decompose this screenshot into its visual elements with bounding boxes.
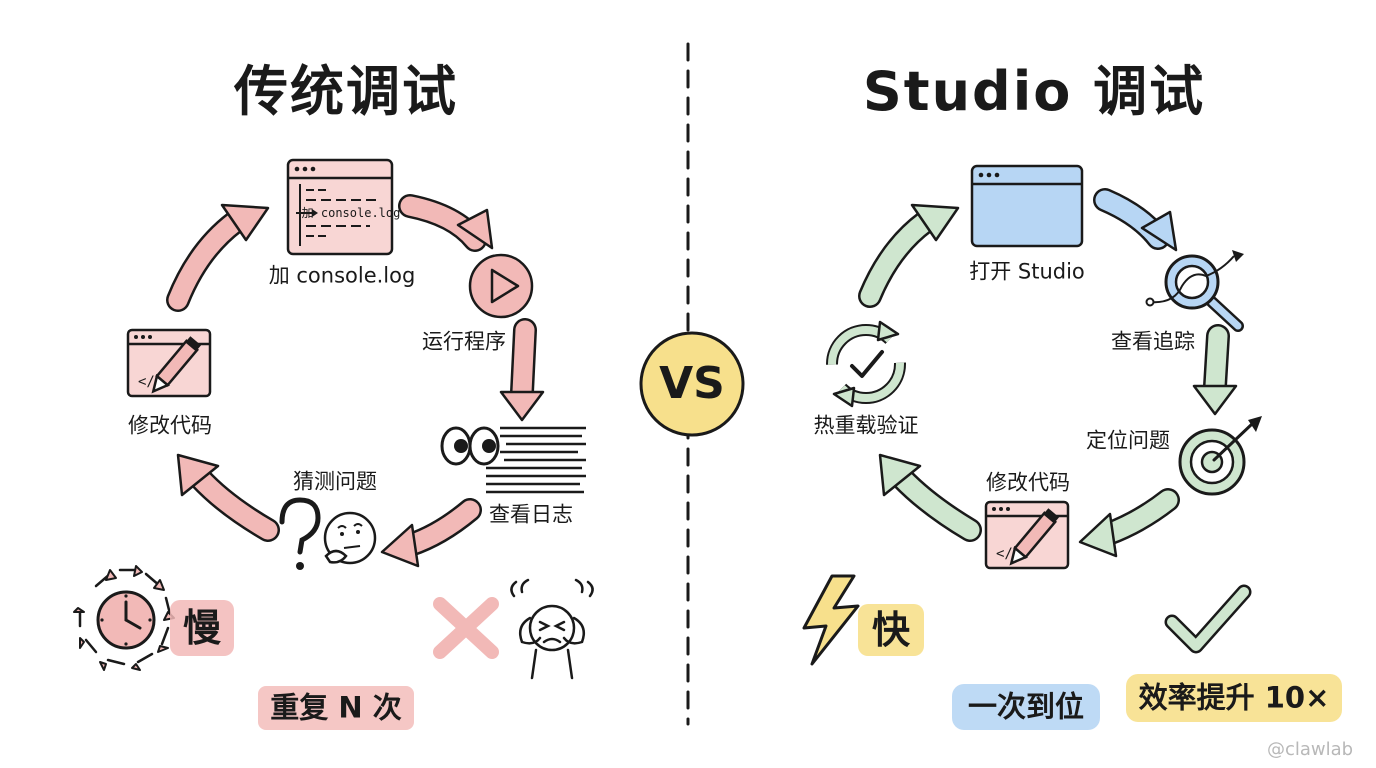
step-open-label: 打开 Studio	[969, 259, 1085, 284]
code-window-icon	[286, 158, 394, 256]
once-highlight	[952, 684, 1100, 730]
edit-code-icon	[126, 328, 212, 398]
left-title: 传统调试	[234, 60, 458, 123]
efficiency-highlight	[1126, 674, 1342, 722]
arrow-locate-to-modify	[1078, 488, 1180, 558]
repeat-highlight	[258, 686, 414, 730]
step-add-log-label: 加 console.log	[268, 263, 416, 288]
arrow-trace-to-locate	[1192, 324, 1238, 416]
arrow-modify-to-reload	[878, 453, 982, 542]
step-modify-right-label: 修改代码	[986, 470, 1070, 495]
check-mark-icon	[1164, 584, 1252, 654]
eyes-icon	[440, 426, 500, 466]
step-trace-label: 查看追踪	[1111, 329, 1195, 354]
vs-text: VS	[659, 358, 725, 409]
step-modify-label: 修改代码	[128, 413, 212, 438]
vs-badge	[639, 331, 745, 437]
fast-text: 快	[871, 608, 911, 652]
log-lines-icon	[486, 426, 586, 494]
fast-highlight	[858, 604, 924, 656]
arrow-open-to-trace	[1093, 188, 1178, 252]
clock-cycle-icon	[73, 565, 175, 671]
step-hot-reload-label: 热重载验证	[813, 413, 919, 438]
lightning-icon	[802, 574, 860, 666]
efficiency-text: 效率提升 10×	[1138, 680, 1330, 715]
play-button-icon	[468, 253, 534, 319]
step-run-label: 运行程序	[422, 329, 506, 354]
arrow-run-to-log	[499, 318, 545, 422]
arrow-add-to-run	[398, 194, 494, 252]
slow-highlight	[170, 600, 234, 656]
arrow-reload-to-open	[858, 203, 960, 308]
arrow-guess-to-modify	[176, 453, 280, 542]
target-icon	[1178, 416, 1262, 496]
magnifier-trace-icon	[1145, 250, 1244, 332]
stressed-person-icon	[510, 578, 594, 680]
once-text: 一次到位	[967, 689, 1085, 724]
code-window-text: 加 console.log	[301, 206, 401, 220]
right-title: Studio 调试	[862, 60, 1206, 123]
step-locate-label: 定位问题	[1086, 428, 1170, 453]
reload-check-icon	[826, 320, 906, 408]
step-view-log-label: 查看日志	[489, 502, 573, 527]
step-guess-label: 猜测问题	[293, 469, 377, 494]
slow-text: 慢	[182, 606, 222, 650]
x-mark-icon	[433, 597, 499, 659]
watermark-text: @clawlab	[1266, 739, 1354, 760]
thinking-face-icon	[323, 511, 377, 565]
repeat-text: 重复 N 次	[270, 690, 402, 725]
question-mark-icon	[279, 497, 321, 570]
browser-window-icon	[970, 164, 1084, 248]
arrow-log-to-guess	[380, 498, 482, 568]
arrow-modify-to-add	[166, 203, 270, 312]
